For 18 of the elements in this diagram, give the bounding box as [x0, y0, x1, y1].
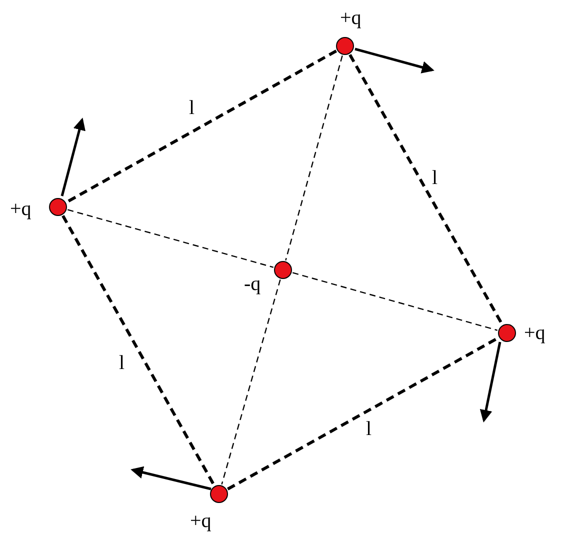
dashed-line [67, 209, 274, 268]
dashed-line [62, 214, 216, 486]
charge-label: +q [524, 323, 546, 343]
dashed-line [227, 336, 499, 490]
dashed-line [221, 279, 281, 485]
dashed-line [292, 272, 498, 331]
dashed-line [348, 54, 504, 326]
charge-dot [210, 485, 228, 503]
dashed-line [66, 50, 338, 204]
dashed-line [285, 55, 343, 261]
charge-label: +q [10, 199, 32, 219]
charge-dot [49, 198, 67, 216]
charge-dot [274, 261, 292, 279]
charge-dot [336, 37, 354, 55]
charge-label: +q [190, 511, 212, 531]
charge-label: +q [340, 8, 362, 28]
charge-dot [498, 324, 516, 342]
charge-label: -q [244, 274, 261, 294]
